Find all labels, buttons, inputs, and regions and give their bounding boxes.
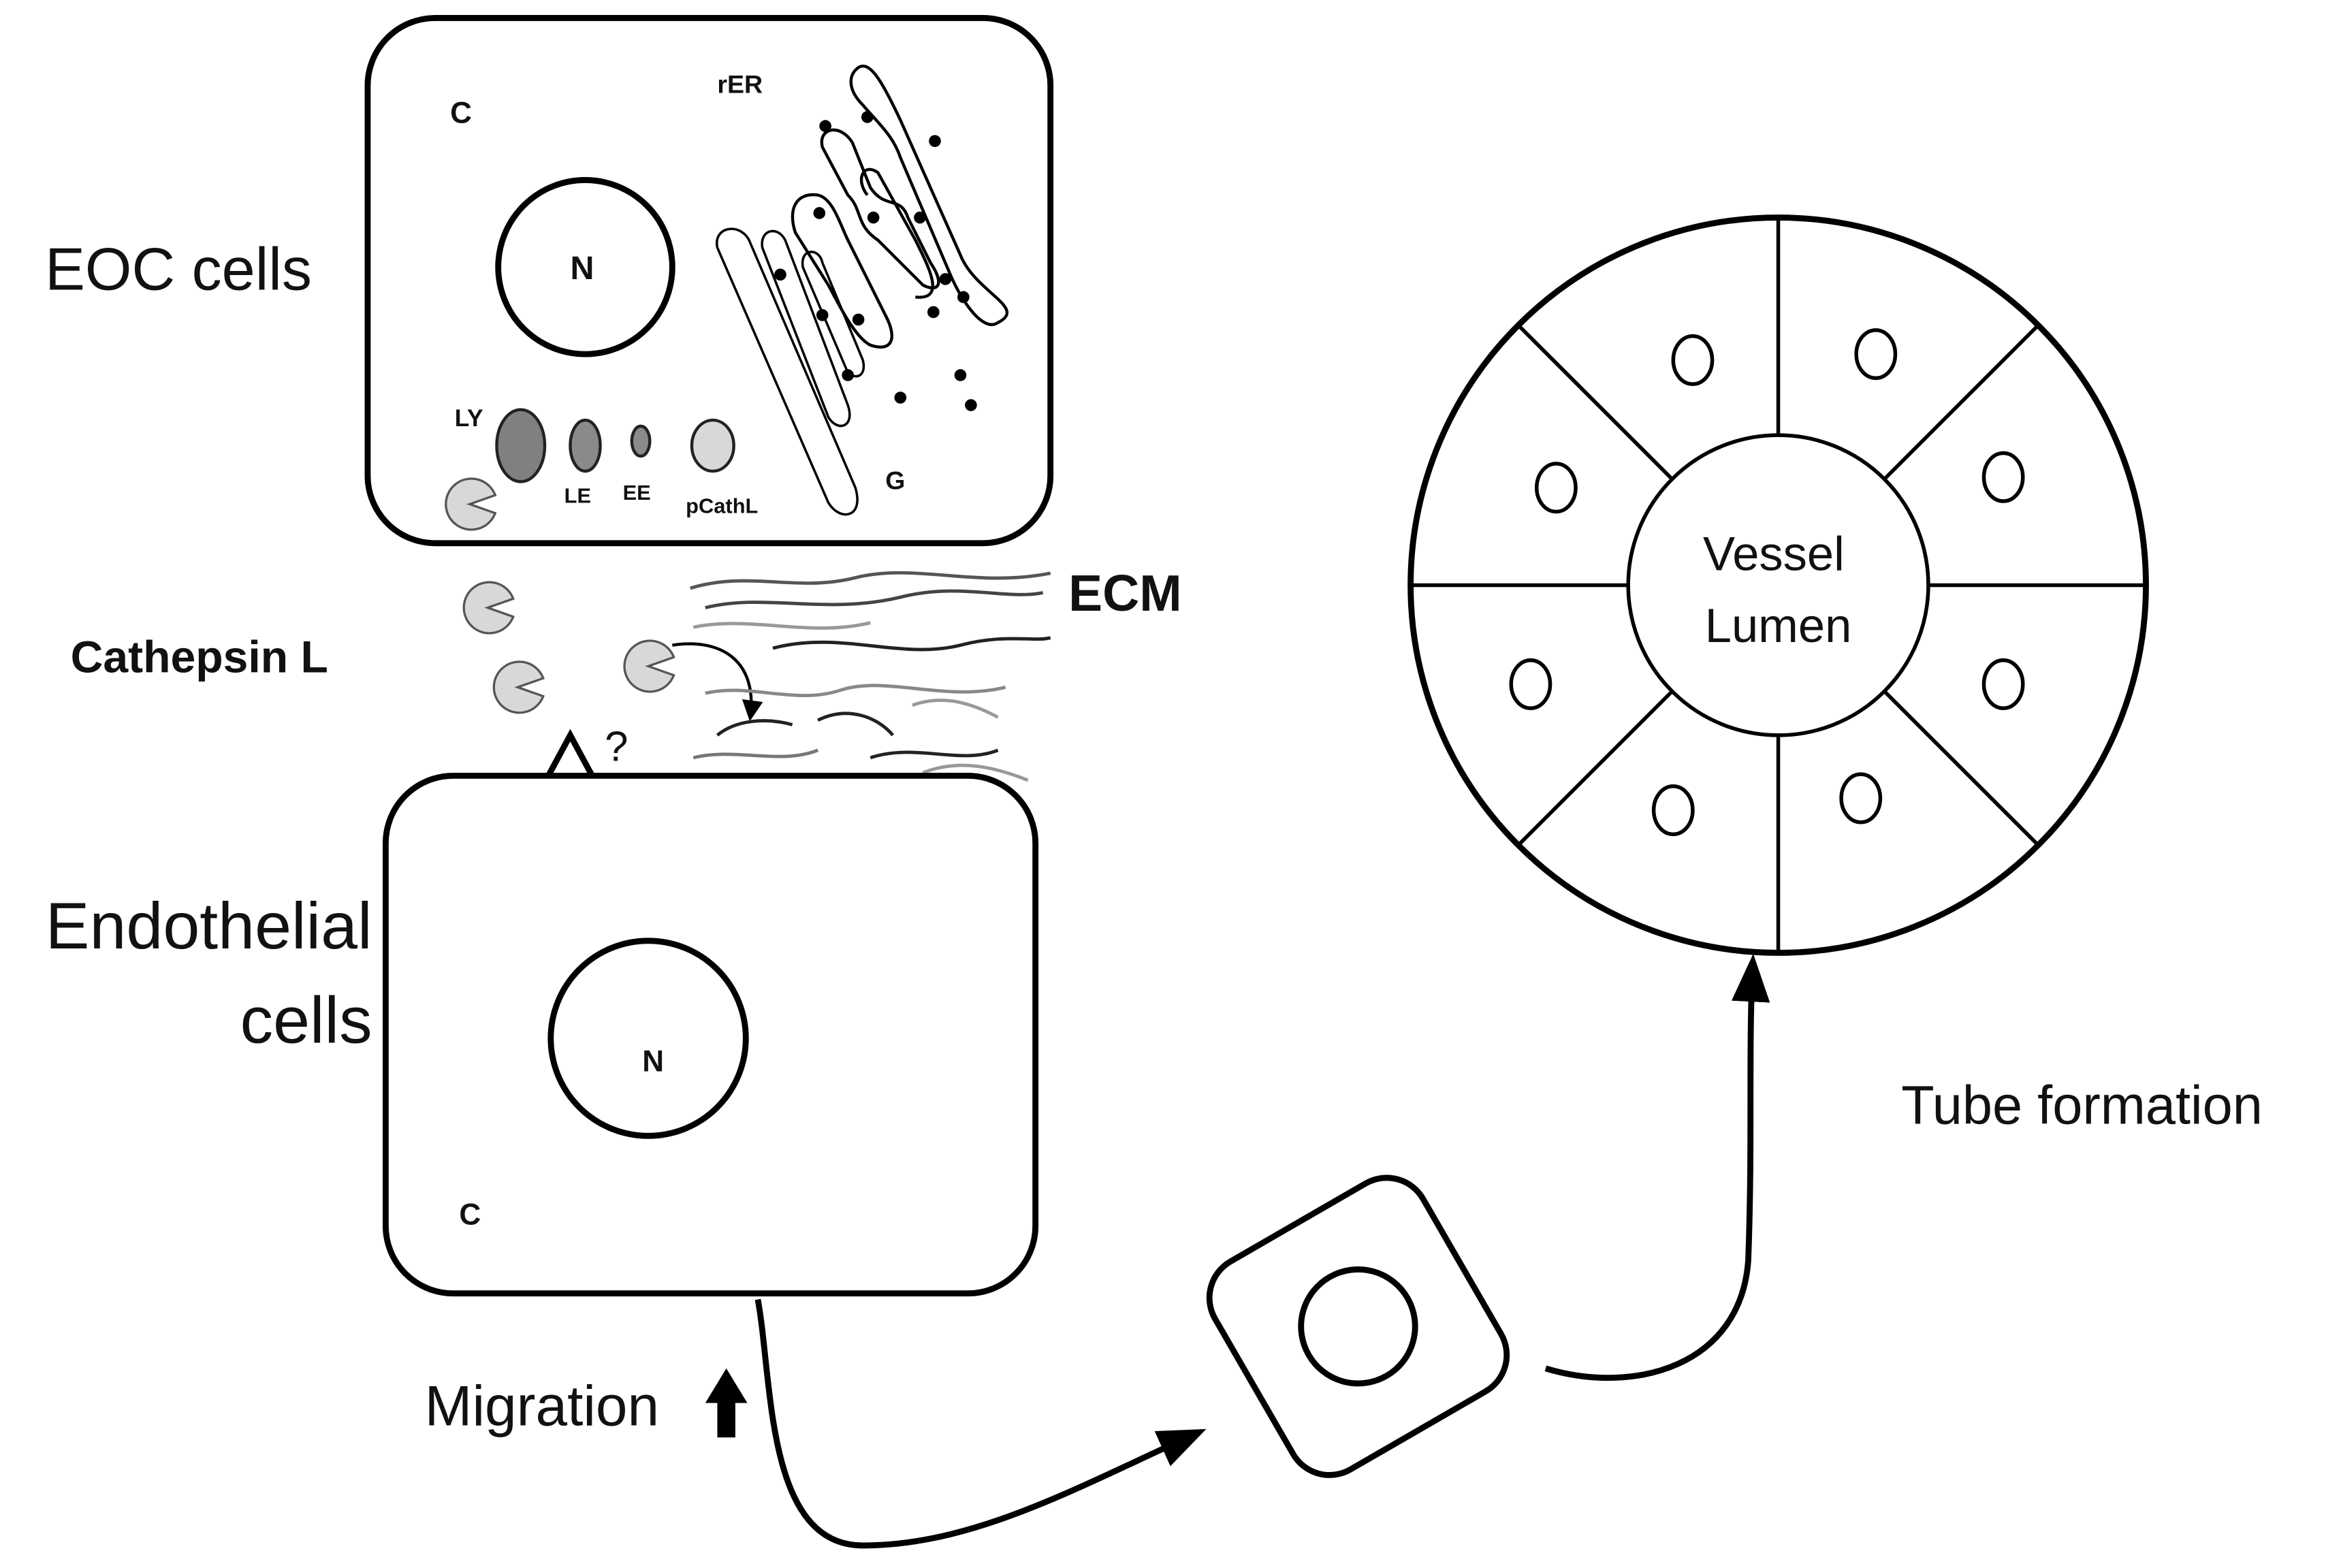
extracellular-matrix	[690, 571, 1051, 782]
endothelial-nucleus-label: N	[642, 1045, 664, 1078]
rough-er	[774, 65, 1009, 411]
early-endosome-label: EE	[623, 481, 651, 505]
cathepsin-icon	[462, 581, 515, 635]
endothelial-label-line2: cells	[240, 983, 372, 1057]
eoc-cell: C N rER G LY LE EE pCathL	[364, 15, 1054, 547]
eoc-nucleus-label: N	[570, 250, 594, 287]
eoc-cells-label: EOC cells	[45, 235, 312, 302]
vessel-cross-section: Vessel Lumen	[1407, 214, 2149, 956]
endothelial-nuclei	[1509, 328, 2025, 837]
endothelial-nucleus	[547, 938, 749, 1139]
endothelial-cell: N C	[382, 772, 1039, 1297]
cathepsin-icon	[623, 639, 675, 693]
endothelial-cytoplasm-label: C	[459, 1198, 481, 1231]
tube-formation-arrow	[1544, 953, 1770, 1381]
procathepsin-vesicle	[690, 418, 735, 473]
cathepsin-l-label: Cathepsin L	[71, 632, 328, 682]
tube-formation-label: Tube formation	[1901, 1075, 2263, 1136]
golgi-label: G	[885, 466, 905, 494]
lysosome	[495, 408, 547, 483]
late-endosome-label: LE	[564, 483, 591, 507]
rer-label: rER	[717, 70, 763, 99]
procathepsin-label: pCathL	[686, 494, 758, 518]
migrating-cell	[1206, 1174, 1510, 1478]
eoc-cytoplasm-label: C	[450, 97, 472, 130]
lysosome-label: LY	[455, 405, 483, 432]
late-endosome	[569, 418, 602, 473]
ecm-label: ECM	[1068, 564, 1181, 622]
cathepsin-icon	[492, 660, 545, 714]
vessel-label: Vessel	[1703, 526, 1845, 580]
increase-arrow-icon	[705, 1368, 748, 1438]
question-mark: ?	[605, 723, 628, 770]
early-endosome	[630, 424, 652, 458]
vessel-lumen	[1626, 433, 1930, 737]
migration-label: Migration	[425, 1374, 659, 1438]
endothelial-label-line1: Endothelial	[46, 889, 372, 963]
golgi	[716, 227, 865, 516]
degradation-arrow	[671, 642, 763, 722]
cathepsin-icon	[445, 477, 497, 531]
eoc-nucleus	[495, 177, 675, 357]
lumen-label: Lumen	[1705, 598, 1852, 652]
migration-arrow	[754, 1298, 1207, 1549]
